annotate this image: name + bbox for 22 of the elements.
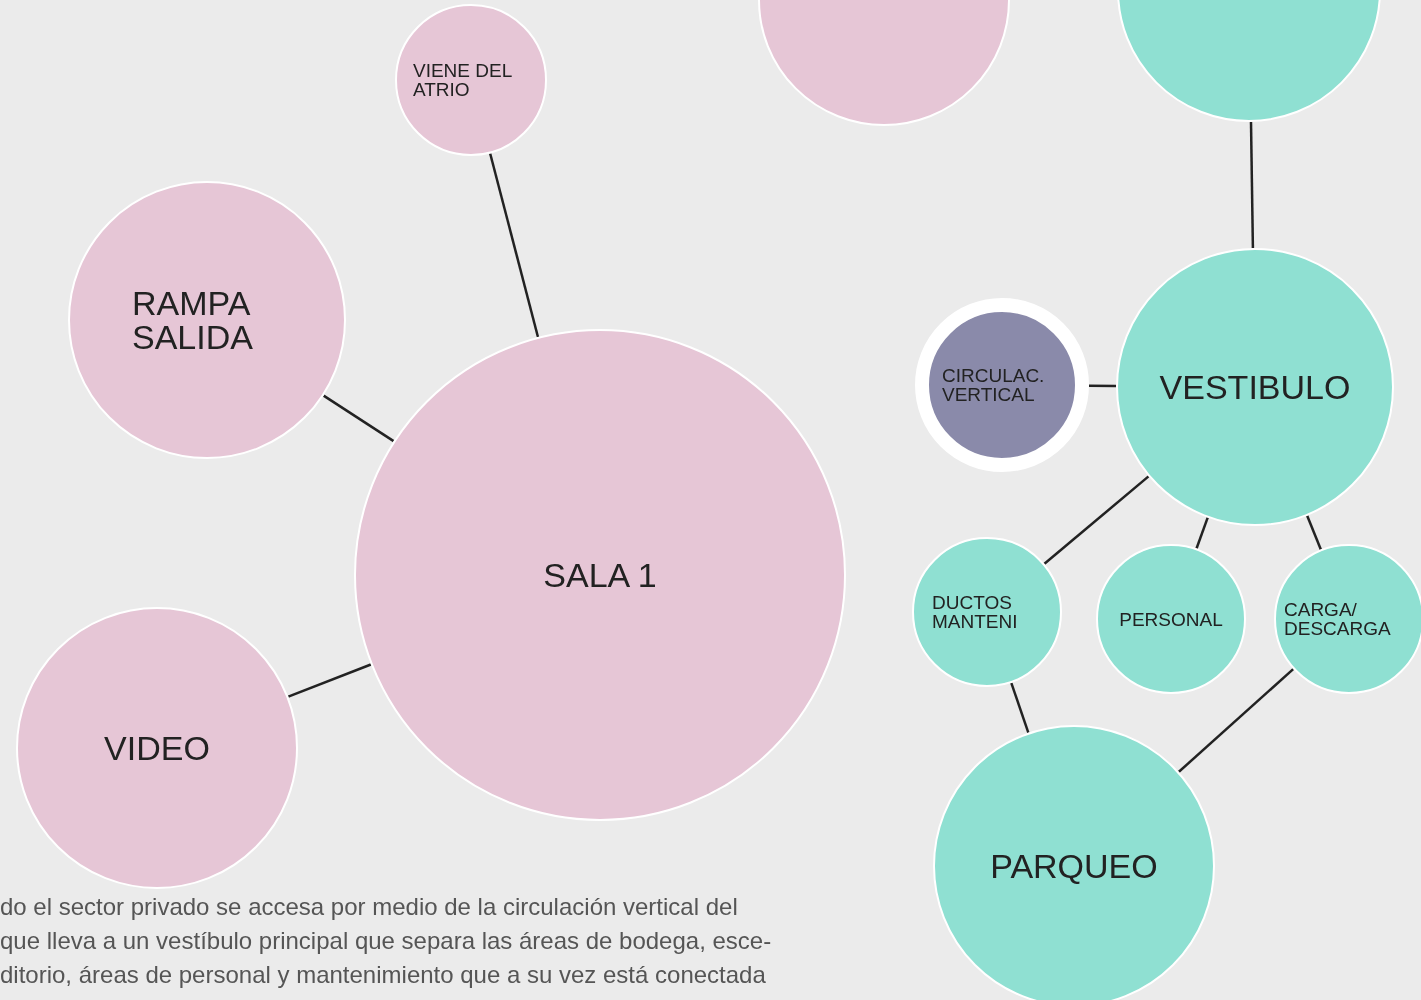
node-label: RAMPA SALIDA [132, 286, 254, 354]
connector-line [322, 394, 395, 443]
node-label: PARQUEO [989, 849, 1159, 883]
paragraph-line: do el sector privado se accesa por medio de la circulación vertical del [0, 892, 738, 922]
paragraph-line: que lleva a un vestíbulo principal que separa las áreas de bodega, esce- [0, 926, 772, 956]
connector-line [1306, 515, 1322, 550]
connector-line [287, 663, 372, 698]
node-label: VIENE DEL ATRIO [413, 61, 513, 99]
node-label: PERSONAL [1118, 609, 1224, 629]
connector-line [1089, 384, 1116, 388]
connector-line [1249, 121, 1255, 249]
paragraph-line: ditorio, áreas de personal y mantenimiento que a su vez está conectada [0, 960, 766, 990]
node-label: VIDEO [103, 731, 211, 765]
connector-line [1178, 668, 1295, 773]
node-label: SALA 1 [542, 558, 658, 592]
node-label: CARGA/ DESCARGA [1284, 600, 1392, 638]
node-label: CIRCULAC. VERTICAL [942, 366, 1046, 404]
node-label: DUCTOS MANTENI [932, 593, 1019, 631]
connector-line [1195, 517, 1209, 549]
connector-line [1010, 682, 1030, 733]
connector-line [1043, 475, 1150, 565]
node-label: VESTIBULO [1158, 370, 1352, 404]
